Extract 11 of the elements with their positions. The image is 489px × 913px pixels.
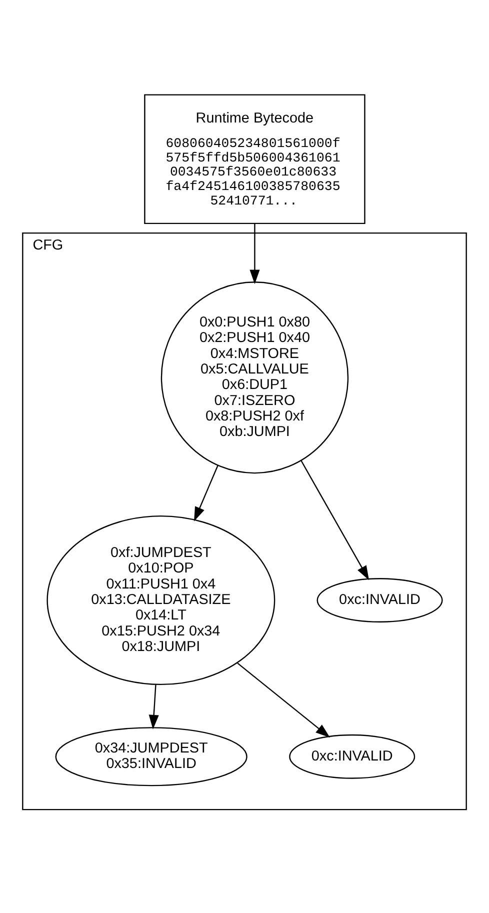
node-box: Runtime Bytecode 608060405234801561000f 575f5ffd5b506004361061 0034575f3560e01c80633 fa4f245146100385780635 52410771... bbox=[144, 94, 366, 224]
arrow bbox=[250, 224, 260, 284]
node-ellipse: 0xc:INVALID bbox=[316, 578, 443, 622]
node-ellipse: 0xf:JUMPDEST 0x10:POP 0x11:PUSH1 0x4 0x13:CALLDATASIZE 0x14:LT 0x15:PUSH2 0x34 0x18:JUMPI bbox=[46, 514, 276, 685]
node-circle: 0x0:PUSH1 0x80 0x2:PUSH1 0x40 0x4:MSTORE 0x5:CALLVALUE 0x6:DUP1 0x7:ISZERO 0x8:PUSH2 0xf 0xb:JUMPI bbox=[160, 281, 349, 474]
arrow bbox=[148, 684, 159, 729]
node-ellipse: 0x34:JUMPDEST 0x35:INVALID bbox=[55, 726, 248, 786]
arrow bbox=[194, 464, 218, 521]
arrow bbox=[300, 460, 370, 580]
arrow bbox=[237, 662, 330, 738]
node-ellipse: 0xc:INVALID bbox=[289, 734, 416, 778]
